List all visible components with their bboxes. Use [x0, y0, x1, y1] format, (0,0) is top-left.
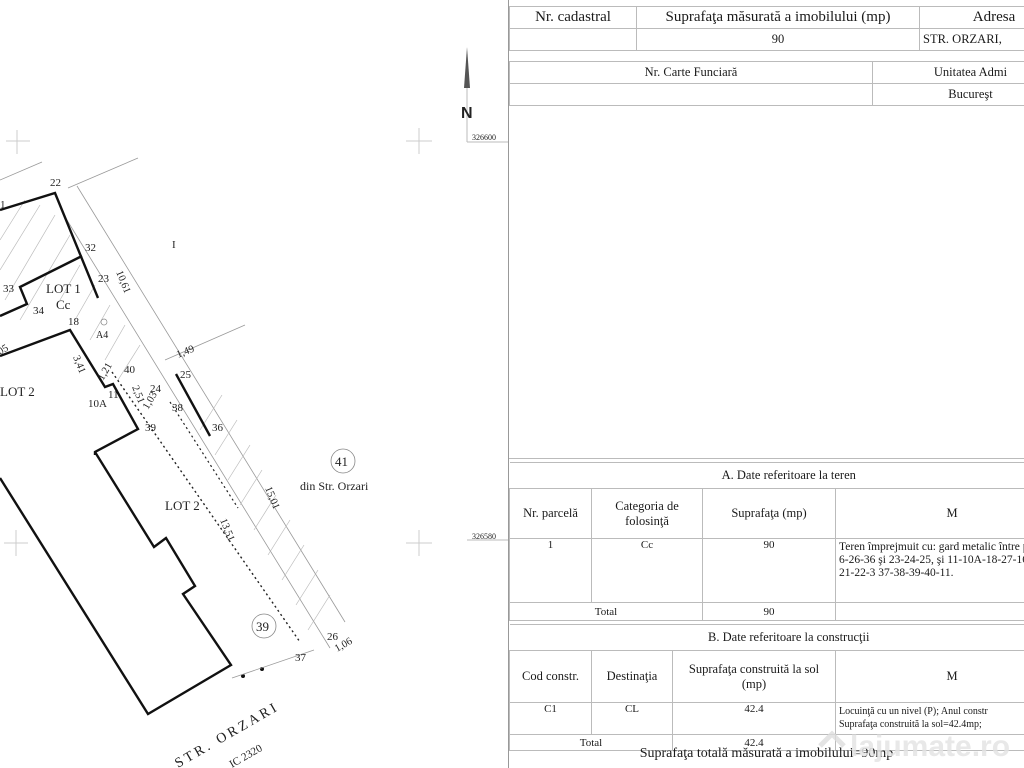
street-name: STR. ORZARI [173, 700, 283, 768]
header-carte-funciara: Nr. Carte Funciară [509, 61, 873, 84]
svg-text:I: I [172, 239, 176, 251]
point-39: 39 [145, 422, 157, 434]
header-unitate: Unitatea Admi [872, 61, 1024, 84]
section-a-table: A. Date referitoare la teren Nr. parcelă… [509, 462, 1024, 621]
cell-mentiuni: Teren împrejmuit cu: gard metalic între … [835, 538, 1024, 603]
col-suprafata-constr: Suprafaţa construită la sol (mp) [672, 650, 836, 703]
header-cadastral: Nr. cadastral [509, 6, 637, 29]
value-suprafata: 90 [636, 28, 920, 51]
point-1: 1 [0, 199, 6, 211]
dim-10-61: 10,61 [113, 269, 132, 295]
cell-suprafata-constr: 42.4 [672, 702, 836, 735]
total-value: 90 [702, 602, 836, 621]
neighbor-street: din Str. Orzari [300, 479, 369, 493]
header-suprafata: Suprafaţa măsurată a imobilului (mp) [636, 6, 920, 29]
dim-13-51: 13,51 [217, 517, 236, 543]
col-suprafata: Suprafaţa (mp) [702, 488, 836, 539]
street-code: IC 2320 [228, 742, 265, 768]
section-b-table: B. Date referitoare la construcţii Cod c… [509, 624, 1024, 751]
lot2-label: LOT 2 [0, 384, 35, 399]
north-arrow-icon [464, 47, 508, 541]
point-37: 37 [295, 652, 307, 664]
cell-mentiuni-b-line1: Locuinţă cu un nivel (P); Anul constr [839, 706, 988, 717]
point-26: 26 [327, 631, 339, 643]
north-label: N [461, 105, 473, 122]
cadastral-document: Nr. cadastral Suprafaţa măsurată a imobi… [509, 0, 1024, 768]
point-36: 36 [212, 422, 224, 434]
dim-1-49: 1,49 [175, 344, 196, 361]
point-22: 22 [50, 177, 61, 189]
point-25: 25 [180, 369, 192, 381]
section-b-title: B. Date referitoare la construcţii [509, 624, 1024, 651]
point-33: 33 [3, 283, 15, 295]
parcel-boundaries [0, 191, 233, 716]
value-cadastral [509, 28, 637, 51]
cell-cod: C1 [509, 702, 592, 735]
lot1-label: LOT 1 [46, 281, 81, 296]
dim-3-41: 3,41 [70, 354, 87, 375]
point-18: 18 [68, 316, 80, 328]
cell-destinatia: CL [591, 702, 673, 735]
col-mentiuni-b: M [835, 650, 1024, 703]
cell-categoria: Cc [591, 538, 703, 603]
col-cod-constr: Cod constr. [509, 650, 592, 703]
lot2-label-lower: LOT 2 [165, 498, 200, 513]
value-carte-funciara [509, 83, 873, 106]
annex-a4: A4 [96, 330, 108, 341]
col-categoria: Categoria de folosinţă [591, 488, 703, 539]
grid-crosses [4, 128, 432, 556]
col-mentiuni: M [835, 488, 1024, 539]
point-32: 32 [85, 242, 96, 254]
dim-05: 05 [0, 343, 11, 358]
total-b-value: 42.4 [672, 734, 836, 751]
point-11: 11 [108, 389, 119, 401]
point-34: 34 [33, 305, 45, 317]
col-destinatia: Destinaţia [591, 650, 673, 703]
header-adresa: Adresa [919, 6, 1024, 29]
total-summary: Suprafaţa totală măsurată a imobilului=9… [639, 746, 894, 761]
point-38: 38 [172, 402, 184, 414]
cf-table: Nr. Carte Funciară Unitatea Admi Bucureş… [509, 61, 1024, 106]
neighbor-number: 41 [335, 454, 348, 469]
page-divider [508, 0, 509, 768]
point-23: 23 [98, 273, 110, 285]
dim-1-21: 1,21 [96, 361, 115, 382]
total-label: Total [509, 602, 703, 621]
dim-15-01: 15,01 [262, 485, 281, 511]
header-table: Nr. cadastral Suprafaţa măsurată a imobi… [509, 6, 1024, 51]
col-nr-parcela: Nr. parcelă [509, 488, 592, 539]
value-unitate: Bucureşt [872, 83, 1024, 106]
cadastral-plan: N 326600 326580 22 32 23 33 [0, 47, 508, 768]
cell-suprafata: 90 [702, 538, 836, 603]
neighbor-39: 39 [256, 619, 269, 634]
coord-bottom: 326580 [472, 532, 496, 541]
value-adresa: STR. ORZARI, [919, 28, 1024, 51]
lot1-category: Cc [56, 297, 71, 312]
cell-nr-parcela: 1 [509, 538, 592, 603]
sketch-area [509, 108, 1024, 459]
cell-mentiuni-b-line2: Suprafaţa construită la sol=42.4mp; [839, 719, 982, 730]
point-24: 24 [150, 383, 162, 395]
point-40: 40 [124, 364, 136, 376]
coord-top: 326600 [472, 133, 496, 142]
point-10a: 10A [88, 398, 107, 410]
total-b-label: Total [509, 734, 673, 751]
section-a-title: A. Date referitoare la teren [509, 462, 1024, 489]
